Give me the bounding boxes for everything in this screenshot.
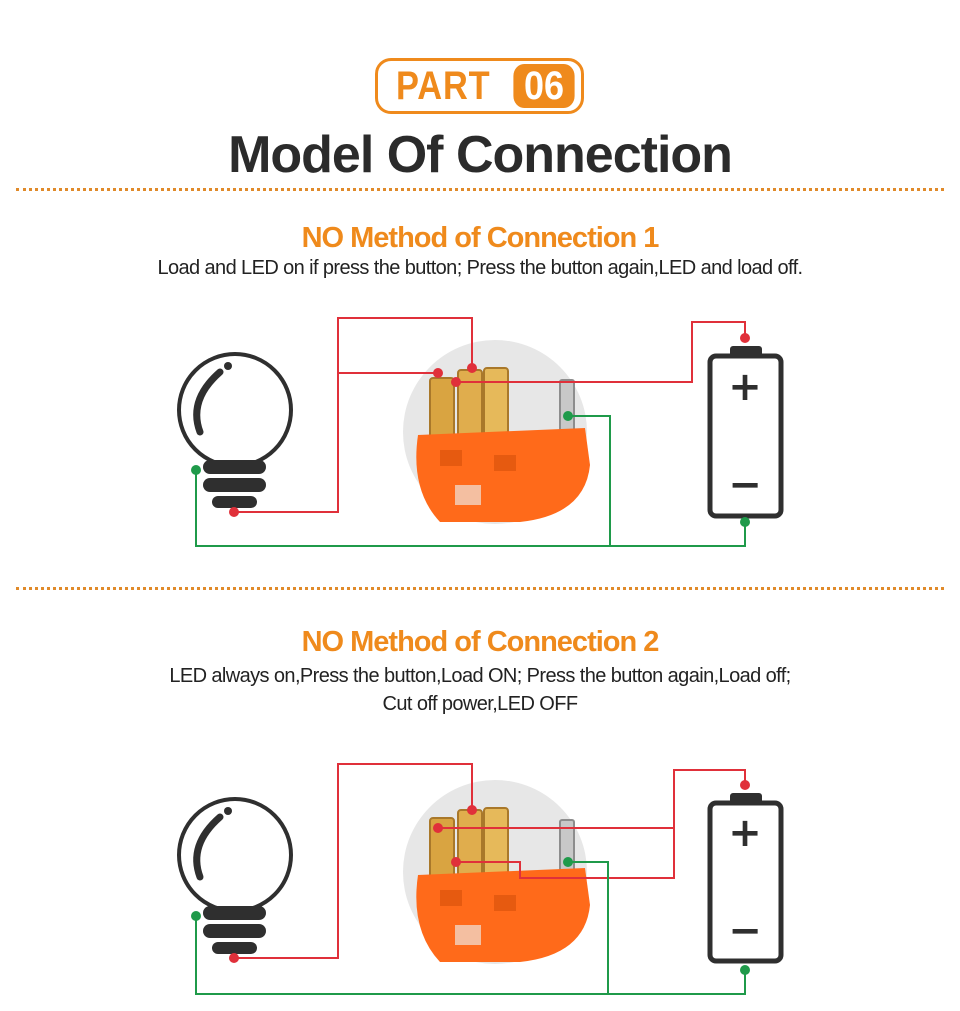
bulb-red-terminal bbox=[229, 507, 239, 517]
switch-red-terminal bbox=[451, 377, 461, 387]
battery-positive-terminal bbox=[740, 333, 750, 343]
push-button-switch-icon bbox=[416, 367, 590, 522]
wiring-diagram-1: + − bbox=[177, 317, 784, 547]
positive-wires bbox=[234, 317, 746, 513]
section-2-title: NO Method of Connection 2 bbox=[301, 626, 660, 658]
section-2-description-line: Cut off power,LED OFF bbox=[382, 693, 578, 715]
battery-icon: + − bbox=[707, 346, 784, 519]
positive-wires bbox=[234, 763, 746, 959]
switch-green-terminal bbox=[563, 857, 573, 867]
switch-red-terminal bbox=[467, 363, 477, 373]
section-2-description-line: LED always on,Press the button,Load ON; … bbox=[169, 665, 791, 687]
section-1-description-line: Load and LED on if press the button; Pre… bbox=[157, 257, 803, 279]
battery-positive-terminal bbox=[740, 780, 750, 790]
part-badge: PART 06 bbox=[375, 58, 584, 114]
battery-negative-symbol: − bbox=[728, 908, 762, 954]
divider-top bbox=[16, 188, 944, 191]
negative-wires bbox=[195, 861, 746, 995]
battery-negative-symbol: − bbox=[728, 462, 762, 508]
battery-negative-terminal bbox=[740, 965, 750, 975]
switch-red-terminal bbox=[433, 368, 443, 378]
battery-icon: + − bbox=[707, 793, 784, 964]
wiring-diagram-2: + − bbox=[177, 763, 784, 995]
battery-positive-symbol: + bbox=[728, 810, 762, 856]
bulb-red-terminal bbox=[229, 953, 239, 963]
light-bulb-icon bbox=[177, 797, 293, 954]
bulb-green-terminal bbox=[191, 911, 201, 921]
battery-positive-symbol: + bbox=[728, 364, 762, 410]
section-1-description: Load and LED on if press the button; Pre… bbox=[0, 254, 960, 282]
section-2-description: LED always on,Press the button,Load ON; … bbox=[0, 662, 960, 718]
negative-wires bbox=[195, 415, 746, 547]
push-button-switch-icon bbox=[416, 807, 590, 962]
battery-negative-terminal bbox=[740, 517, 750, 527]
page-title: Model Of Connection bbox=[228, 126, 733, 184]
switch-red-terminal bbox=[451, 857, 461, 867]
switch-red-terminal bbox=[433, 823, 443, 833]
bulb-green-terminal bbox=[191, 465, 201, 475]
switch-green-terminal bbox=[563, 411, 573, 421]
switch-red-terminal bbox=[467, 805, 477, 815]
section-1-title: NO Method of Connection 1 bbox=[301, 222, 660, 254]
badge-word: PART bbox=[396, 64, 491, 108]
badge-number: 06 bbox=[513, 64, 575, 108]
divider-middle bbox=[16, 587, 944, 590]
light-bulb-icon bbox=[177, 352, 293, 508]
